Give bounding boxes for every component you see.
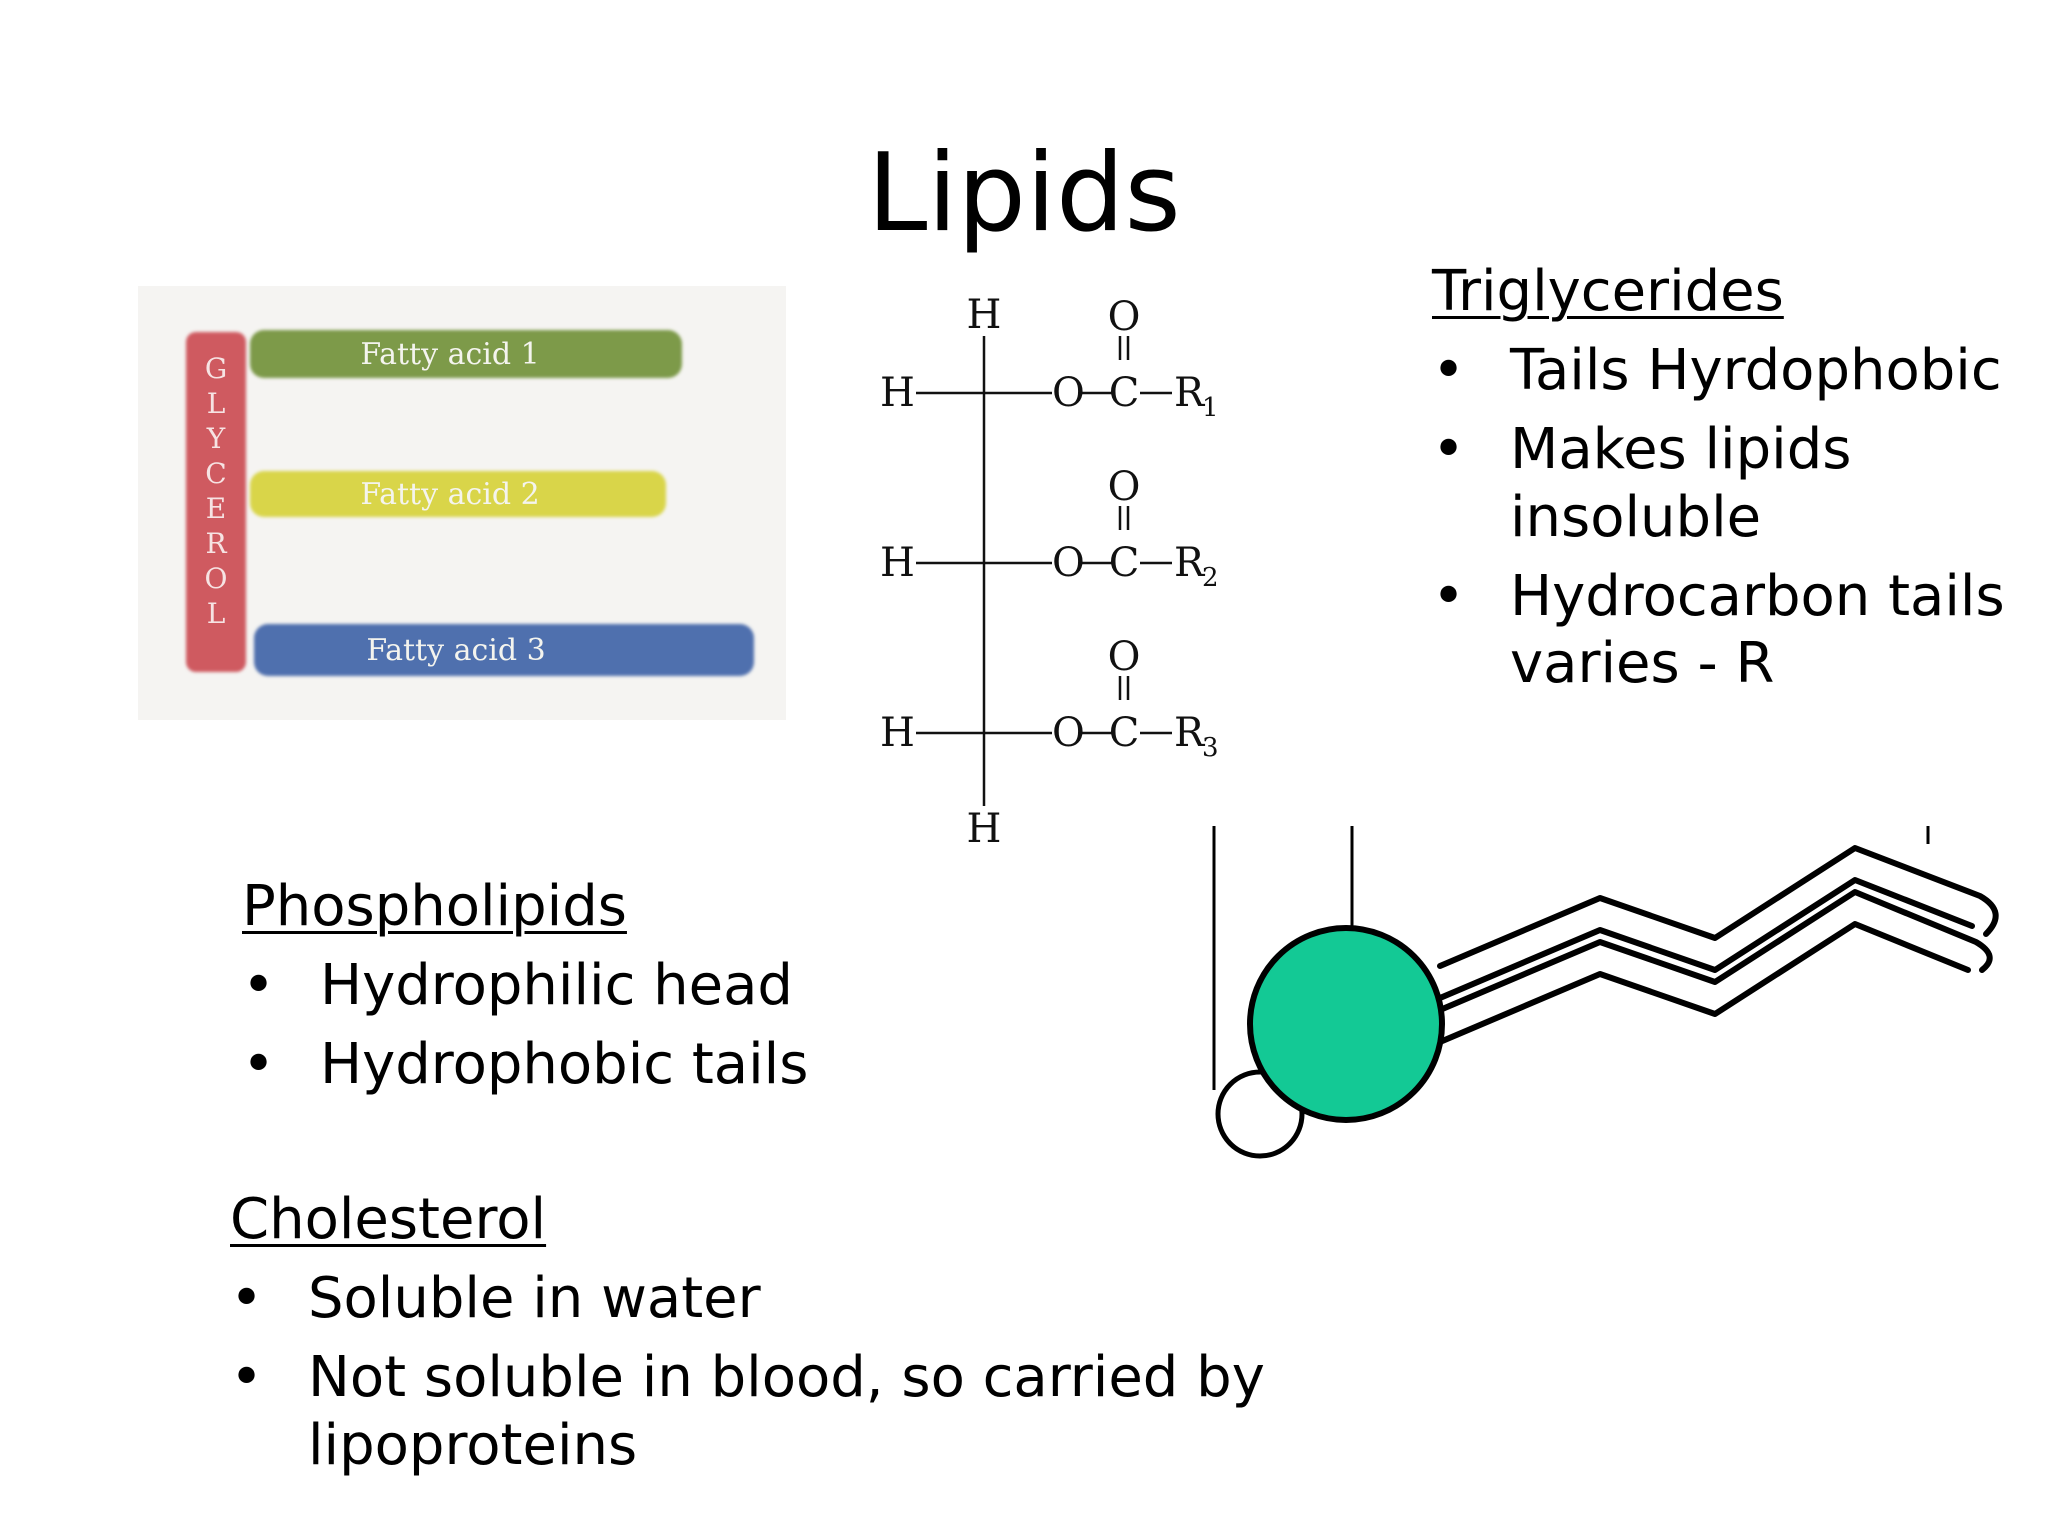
r-group-subscript: 2	[1202, 563, 1219, 593]
glycerol-letter: O	[205, 562, 228, 595]
list-item: Soluble in water	[230, 1265, 1310, 1332]
oxygen-atom: O	[1052, 710, 1085, 756]
phospholipids-heading: Phospholipids	[242, 874, 627, 939]
carbonyl-oxygen-atom: O	[1108, 294, 1141, 340]
carbon-atom: C	[1109, 710, 1140, 756]
fatty-acid-1-bar	[250, 330, 682, 378]
carbonyl-oxygen-atom: O	[1108, 634, 1141, 680]
glycerol-letter: E	[206, 492, 226, 525]
carbonyl-oxygen-atom: O	[1108, 464, 1141, 510]
triglycerides-list: Tails Hyrdophobic Makes lipids insoluble…	[1432, 337, 2032, 697]
oxygen-atom: O	[1052, 370, 1085, 416]
hydrogen-atom: H	[880, 540, 915, 586]
list-item: Not soluble in blood, so carried by lipo…	[230, 1344, 1310, 1478]
r-group: R	[1174, 370, 1206, 416]
bottom-hydrogen-atom: H	[967, 806, 1002, 852]
list-item: Hydrophobic tails	[242, 1031, 1062, 1098]
fatty-acid-2-bar	[250, 471, 666, 517]
triglyceride-structural-formula: H H H O C O R 1	[880, 292, 1219, 852]
carbon-atom: C	[1109, 370, 1140, 416]
top-hydrogen-atom: H	[967, 292, 1002, 338]
list-item: Tails Hyrdophobic	[1432, 337, 2032, 404]
fatty-acid-2-label: Fatty acid 2	[360, 477, 539, 512]
glycerol-letter: R	[205, 527, 227, 560]
ester-group-1: H O C O R 1	[880, 294, 1219, 423]
hydrogen-atom: H	[880, 710, 915, 756]
cholesterol-section: Cholesterol Soluble in water Not soluble…	[230, 1186, 1310, 1491]
glycerol-letter: L	[207, 387, 226, 420]
carbon-atom: C	[1109, 540, 1140, 586]
r-group: R	[1174, 540, 1206, 586]
ester-group-2: H O C O R 2	[880, 464, 1219, 593]
phospholipids-list: Hydrophilic head Hydrophobic tails	[242, 952, 1062, 1099]
r-group: R	[1174, 710, 1206, 756]
glycerol-letter: L	[207, 597, 226, 630]
ester-group-3: H O C O R 3	[880, 634, 1219, 763]
r-group-subscript: 1	[1202, 393, 1219, 423]
fatty-acid-1-label: Fatty acid 1	[360, 337, 539, 372]
glycerol-fatty-acid-diagram: G L Y C E R O L Fatty acid 1 Fatty acid …	[138, 286, 786, 720]
glycerol-letter: G	[205, 352, 227, 385]
hydrogen-atom: H	[880, 370, 915, 416]
list-item: Makes lipids insoluble	[1432, 416, 2032, 550]
fatty-acid-3-bar	[254, 624, 754, 676]
fatty-acid-3-label: Fatty acid 3	[366, 633, 545, 668]
phospholipids-section: Phospholipids Hydrophilic head Hydrophob…	[242, 873, 1062, 1111]
phospholipid-diagram	[1212, 826, 1999, 1159]
cholesterol-heading: Cholesterol	[230, 1187, 547, 1252]
glycerol-bar	[186, 332, 246, 672]
oxygen-atom: O	[1052, 540, 1085, 586]
triglycerides-heading: Triglycerides	[1432, 259, 1784, 324]
glycerol-letter: C	[205, 457, 226, 490]
list-item: Hydrocarbon tails varies - R	[1432, 563, 2032, 697]
hydrophilic-head	[1247, 925, 1445, 1123]
list-item: Hydrophilic head	[242, 952, 1062, 1019]
cholesterol-list: Soluble in water Not soluble in blood, s…	[230, 1265, 1310, 1479]
r-group-subscript: 3	[1202, 733, 1219, 763]
hydrophobic-tails	[1437, 845, 1999, 1045]
glycerol-label: G L Y C E R O L	[205, 352, 228, 630]
slide-title: Lipids	[867, 131, 1181, 256]
glycerol-letter: Y	[206, 422, 226, 455]
triglycerides-section: Triglycerides Tails Hyrdophobic Makes li…	[1432, 258, 2032, 709]
